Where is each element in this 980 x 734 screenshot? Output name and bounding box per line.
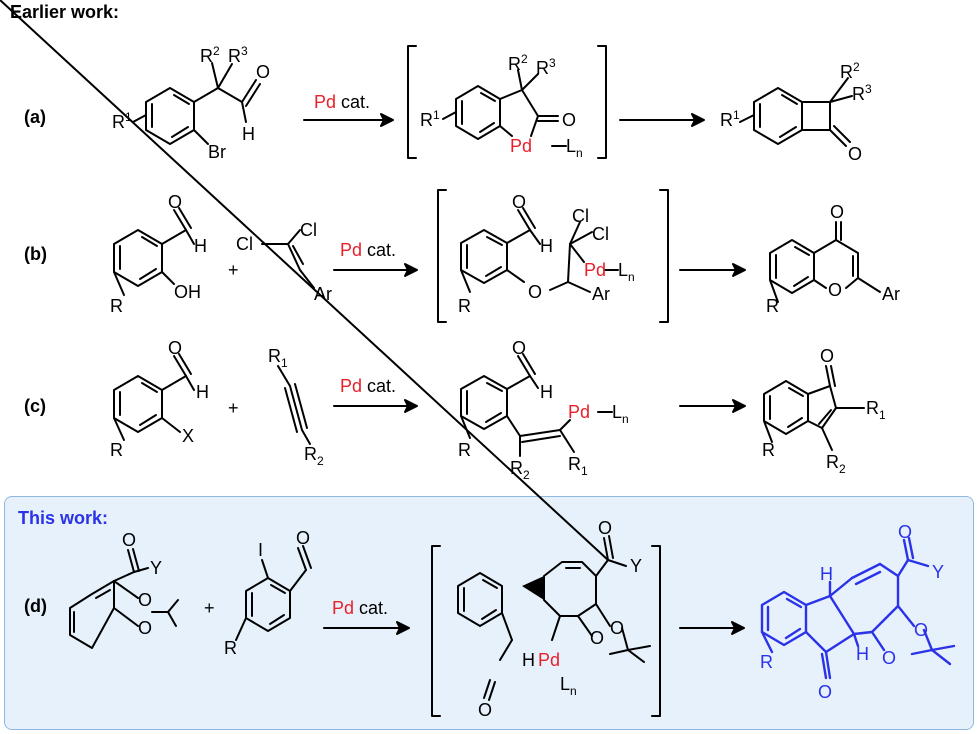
atom-o-d9: O [818, 682, 832, 702]
atom-o-d7: O [590, 628, 604, 648]
atom-o-a1: O [256, 62, 270, 82]
product-d-structure [760, 536, 956, 680]
atom-r3-a3: R3 [852, 82, 872, 104]
plus-d: + [204, 598, 215, 618]
label-b: (b) [24, 244, 47, 264]
atom-o-b5: O [828, 280, 842, 300]
atom-r2-c3: R2 [826, 452, 846, 476]
catalyst-a: Pd cat. [314, 92, 370, 112]
catalyst-b: Pd cat. [340, 240, 396, 260]
atom-cl-b3: Cl [572, 206, 589, 226]
atom-h-c1: H [196, 382, 209, 402]
atom-h-a1: H [242, 124, 255, 144]
atom-x-c1: X [182, 426, 194, 446]
atom-i-d1: I [258, 540, 263, 560]
atom-ar-b3: Ar [882, 284, 900, 304]
atom-r1-c3: R1 [866, 398, 886, 422]
atom-r-d3: R [760, 652, 773, 672]
atom-pd-c2: Pd [568, 402, 590, 422]
atom-r1-c1: R1 [268, 346, 288, 370]
atom-o-d8: O [478, 700, 492, 720]
atom-r-d1: R [224, 638, 237, 658]
atom-ln-a2: Ln [566, 136, 583, 160]
atom-o-d4: O [296, 528, 310, 548]
atom-cl-b2: Cl [300, 220, 317, 240]
atom-o-c3: O [820, 346, 834, 366]
atom-r1-a1: R1 [112, 110, 132, 132]
atom-r2-a2: R2 [508, 52, 528, 74]
earlier-work-heading: Earlier work: [10, 2, 120, 22]
atom-o-c2: O [512, 338, 526, 358]
plus-b: + [228, 260, 239, 280]
atom-r2-c1: R2 [304, 444, 324, 468]
plus-c: + [228, 398, 239, 418]
atom-y-d3: Y [932, 562, 944, 582]
atom-o-b4: O [830, 202, 844, 222]
atom-o-d2: O [138, 590, 152, 610]
atom-r-c2: R [458, 440, 471, 460]
atom-r3-a2: R3 [536, 56, 556, 78]
atom-r-b2: R [458, 296, 471, 316]
atom-r3-a1: R3 [228, 44, 248, 66]
label-c: (c) [24, 396, 46, 416]
atom-cl-b1: Cl [236, 234, 253, 254]
atom-r-b3: R [766, 296, 779, 316]
label-d: (d) [24, 596, 47, 616]
atom-ln-d2: Ln [560, 674, 577, 698]
atom-o-d5: O [598, 518, 612, 538]
catalyst-d: Pd cat. [332, 598, 388, 618]
atom-o-b2: O [512, 192, 526, 212]
catalyst-c: Pd cat. [340, 376, 396, 396]
atom-br-a1: Br [208, 142, 226, 162]
atom-pd-a2: Pd [510, 136, 532, 156]
atom-cl-b4: Cl [592, 224, 609, 244]
atom-r-b1: R [110, 296, 123, 316]
atom-h-c2: H [540, 382, 553, 402]
atom-r2-a1: R2 [200, 44, 220, 66]
atom-r2-c2: R2 [510, 458, 530, 482]
atom-r1-a2: R1 [420, 108, 440, 130]
atom-ar-b2: Ar [592, 284, 610, 304]
atom-pd-b2: Pd [584, 260, 606, 280]
atom-r-c1: R [110, 440, 123, 460]
atom-o-b1: O [168, 192, 182, 212]
atom-h-d3: H [820, 564, 833, 584]
atom-r1-c2: R1 [568, 454, 588, 478]
atom-o-c1: O [168, 338, 182, 358]
atom-o-d11: O [914, 620, 928, 640]
atom-o-d3: O [138, 618, 152, 638]
atom-pd-d2: Pd [538, 650, 560, 670]
atom-o-d12: O [882, 648, 896, 668]
atom-o-d10: O [898, 522, 912, 542]
atom-ar-b1: Ar [314, 284, 332, 304]
atom-h-d4: H [856, 644, 869, 664]
atom-r-c3: R [762, 440, 775, 460]
atom-r2-a3: R2 [840, 60, 860, 82]
atom-o-a2: O [562, 110, 576, 130]
atom-ln-b2: Ln [618, 260, 635, 284]
atom-ln-c2: Ln [612, 402, 629, 426]
atom-y-d2: Y [630, 556, 642, 576]
atom-y-d1: Y [150, 558, 162, 578]
atom-h-d2: H [522, 650, 535, 670]
atom-h-b2: H [540, 236, 553, 256]
this-work-heading: This work: [18, 508, 109, 528]
atom-r1-a3: R1 [720, 108, 740, 130]
label-a: (a) [24, 107, 46, 127]
atom-h-b1: H [194, 236, 207, 256]
benzene-ring-a1 [145, 87, 195, 145]
atom-oh-b1: OH [174, 282, 201, 302]
atom-o-d6: O [610, 618, 624, 638]
atom-o-d1: O [122, 530, 136, 550]
atom-o-b3: O [528, 282, 542, 302]
atom-o-a3: O [848, 144, 862, 164]
